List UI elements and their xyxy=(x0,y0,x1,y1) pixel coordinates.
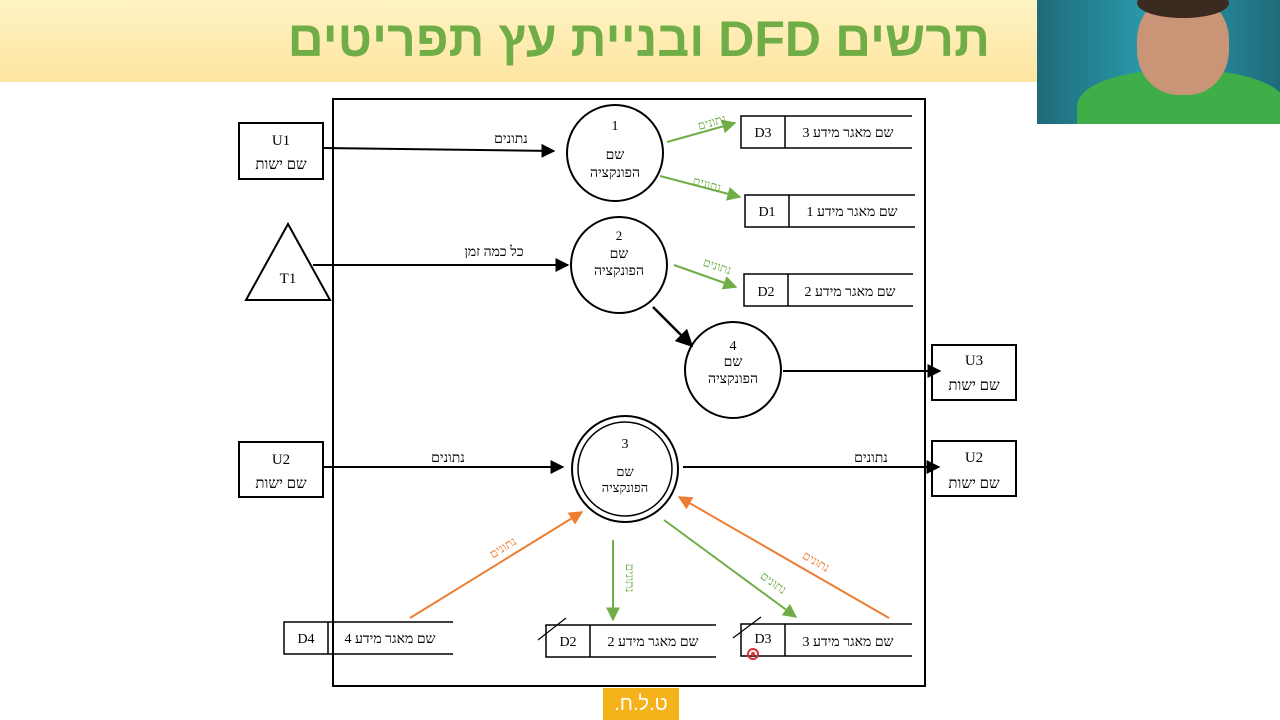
store-d2-bottom: D2 שם מאגר מידע 2 xyxy=(537,617,716,658)
flow-label: נתונים xyxy=(854,451,888,466)
flow-label: כל כמה זמן xyxy=(464,244,524,260)
entity-name: שם ישות xyxy=(948,378,1000,394)
entity-id: U1 xyxy=(272,133,290,149)
flow-label: נתונים xyxy=(487,534,519,561)
next-page-button[interactable]: ט.ל.ח. xyxy=(603,688,679,720)
flow-t1-to-p2: כל כמה זמן xyxy=(313,244,570,272)
flow-p1-to-d3: נתונים xyxy=(666,111,737,143)
process-name-line2: הפונקציה xyxy=(594,264,644,279)
flow-p3-to-u2: נתונים xyxy=(683,451,941,474)
entity-id: U2 xyxy=(272,452,290,468)
store-id: D3 xyxy=(754,632,771,647)
slide-title: תרשים DFD ובניית עץ תפריטים xyxy=(287,11,990,67)
store-d4: D4 שם מאגר מידע 4 xyxy=(283,621,453,655)
store-name: שם מאגר מידע 1 xyxy=(807,205,898,220)
system-boundary xyxy=(332,98,926,687)
store-name: שם מאגר מידע 3 xyxy=(803,635,894,650)
flow-label: נתונים xyxy=(800,548,832,575)
process-name-line2: הפונקציה xyxy=(590,166,640,181)
flow-label: נתונים xyxy=(623,564,637,593)
store-name: שם מאגר מידע 3 xyxy=(803,126,894,141)
flow-p2-to-d2: נתונים xyxy=(673,255,738,290)
entity-id: T1 xyxy=(280,271,297,287)
flow-d3-to-p3: נתונים xyxy=(677,496,890,619)
flow-u2-to-p3: נתונים xyxy=(323,451,565,474)
flow-u1-to-p1: נתונים xyxy=(322,132,556,158)
entity-name: שם ישות xyxy=(948,476,1000,492)
webcam-overlay xyxy=(1037,0,1280,124)
flow-p2-to-p4 xyxy=(652,306,694,348)
pointer-dot xyxy=(751,652,755,656)
store-d3-top: D3 שם מאגר מידע 3 xyxy=(740,115,912,149)
store-name: שם מאגר מידע 2 xyxy=(608,635,699,650)
flow-label: נתונים xyxy=(701,255,733,277)
flow-p3-to-d3: נתונים xyxy=(663,519,798,618)
entity-id: U2 xyxy=(965,450,983,466)
entity-name: שם ישות xyxy=(255,157,307,173)
entity-u2-right: U2 שם ישות xyxy=(931,440,1017,497)
store-id: D3 xyxy=(754,126,771,141)
store-id: D2 xyxy=(757,285,774,300)
entity-id: U3 xyxy=(965,353,983,369)
process-name-line1: שם xyxy=(610,247,629,262)
presenter-hair xyxy=(1137,0,1229,18)
process-name-line1: שם xyxy=(606,148,625,163)
store-d1: D1 שם מאגר מידע 1 xyxy=(744,194,915,228)
process-name-line2: הפונקציה xyxy=(602,480,649,495)
store-id: D1 xyxy=(758,205,775,220)
store-d3-bottom: D3 שם מאגר מידע 3 xyxy=(732,616,912,657)
process-4: 4 שם הפונקציה xyxy=(684,321,782,419)
process-number: 3 xyxy=(622,437,629,452)
process-1: 1 שם הפונקציה xyxy=(566,104,664,202)
entity-u3: U3 שם ישות xyxy=(931,344,1017,401)
flow-p3-to-d2: נתונים xyxy=(606,540,637,622)
entity-u1: U1 שם ישות xyxy=(238,122,324,180)
flow-d4-to-p3: נתונים xyxy=(409,511,584,619)
process-name-line2: הפונקציה xyxy=(708,372,758,387)
pointer-icon xyxy=(747,648,759,660)
flow-label: נתונים xyxy=(691,174,723,195)
store-name: שם מאגר מידע 4 xyxy=(345,632,436,647)
duplicate-mark xyxy=(537,617,567,641)
store-d2-top: D2 שם מאגר מידע 2 xyxy=(743,273,913,307)
process-name-line1: שם xyxy=(724,355,743,370)
process-3: 3 שם הפונקציה xyxy=(571,415,679,523)
process-name-line1: שם xyxy=(616,464,634,479)
process-number: 4 xyxy=(730,339,737,354)
process-2: 2 שם הפונקציה xyxy=(570,216,668,314)
flow-label: נתונים xyxy=(431,451,465,466)
store-name: שם מאגר מידע 2 xyxy=(805,285,896,300)
entity-name: שם ישות xyxy=(255,476,307,492)
store-id: D2 xyxy=(559,635,576,650)
flow-label: נתונים xyxy=(494,132,528,147)
process-number: 2 xyxy=(616,228,623,243)
entity-u2-left: U2 שם ישות xyxy=(238,441,324,498)
process-number: 1 xyxy=(612,119,619,134)
store-id: D4 xyxy=(297,632,314,647)
duplicate-mark xyxy=(732,616,762,639)
flow-p1-to-d1: נתונים xyxy=(659,174,742,201)
entity-t1: T1 xyxy=(244,221,332,301)
